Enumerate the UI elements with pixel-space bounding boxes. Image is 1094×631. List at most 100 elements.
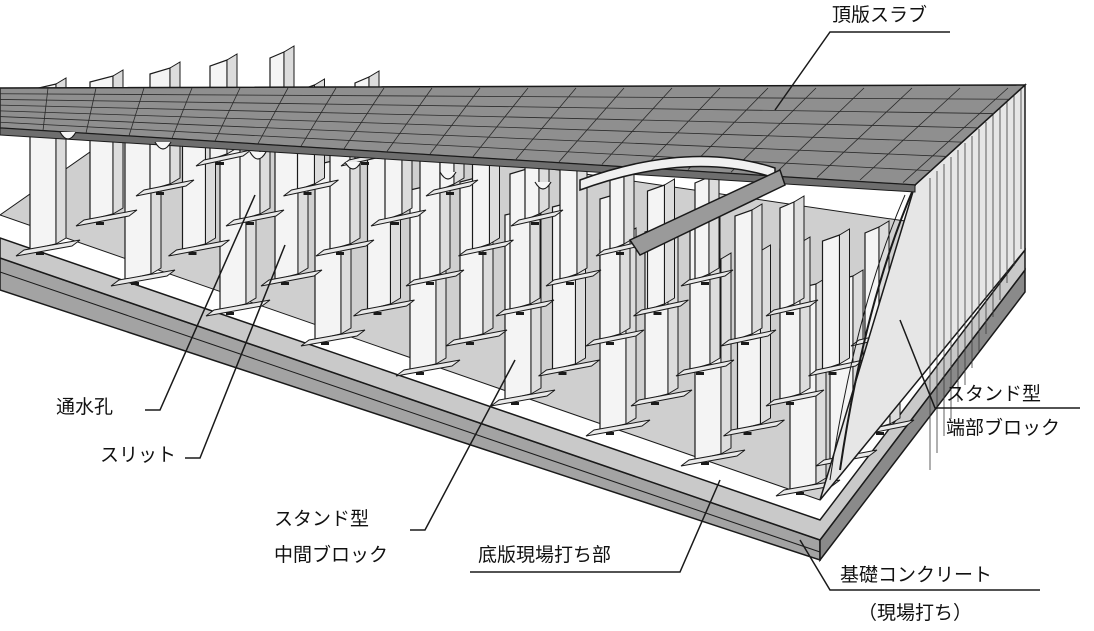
slab-joint bbox=[601, 87, 673, 165]
end-block-ribs bbox=[929, 87, 1022, 470]
floor-slot bbox=[566, 282, 574, 285]
floor-slot bbox=[303, 192, 312, 195]
floor-slot bbox=[786, 312, 794, 315]
floor-slot bbox=[281, 282, 289, 285]
column-foot bbox=[135, 179, 195, 197]
column-foot bbox=[680, 269, 734, 287]
top-slab-panels bbox=[0, 87, 1010, 190]
floor-slot bbox=[558, 372, 567, 375]
label-middle-block-line2: 中間ブロック bbox=[274, 544, 389, 566]
label-top-slab: 頂版スラブ bbox=[832, 4, 928, 26]
slab-joint bbox=[429, 87, 481, 155]
column-foot bbox=[225, 209, 285, 227]
floor-slot bbox=[36, 252, 44, 255]
floor-slot bbox=[478, 252, 487, 255]
column-foot bbox=[15, 239, 81, 257]
column-foot bbox=[545, 269, 602, 287]
water-hole-notch bbox=[154, 141, 172, 150]
column-foot bbox=[300, 329, 366, 347]
column-foot bbox=[723, 419, 785, 437]
column-foot bbox=[680, 449, 746, 467]
floor-slot bbox=[416, 372, 424, 375]
slab-joint bbox=[300, 87, 337, 147]
label-foundation-line2: （現場打ち） bbox=[858, 602, 973, 624]
column-foot bbox=[458, 239, 514, 257]
column-foot bbox=[490, 389, 556, 407]
column-side bbox=[576, 153, 588, 275]
column-foot bbox=[585, 419, 651, 437]
floor-slot bbox=[653, 312, 662, 315]
column-foot bbox=[495, 299, 555, 317]
slab-seam bbox=[0, 104, 978, 129]
slab-joint bbox=[730, 87, 817, 173]
column-foot bbox=[353, 299, 415, 317]
column-foot bbox=[260, 269, 323, 287]
slab-joint bbox=[472, 87, 529, 157]
floor-slot bbox=[336, 252, 344, 255]
column-side bbox=[793, 195, 805, 305]
column-foot bbox=[283, 179, 339, 197]
floor-slot bbox=[701, 282, 709, 285]
floor-slot bbox=[531, 222, 539, 225]
cutaway-arch bbox=[579, 155, 786, 256]
floor-slot bbox=[226, 312, 234, 315]
water-hole-notch bbox=[249, 151, 267, 160]
column-face bbox=[694, 176, 710, 281]
floor-slot bbox=[216, 162, 224, 165]
top-slab bbox=[0, 84, 1027, 193]
floor-slot bbox=[606, 432, 614, 435]
slab-seam bbox=[0, 121, 931, 172]
slab-joint bbox=[128, 87, 145, 136]
slab-joint bbox=[902, 87, 1009, 183]
label-end-block-line1: スタンド型 bbox=[946, 383, 1042, 405]
column-foot bbox=[720, 329, 777, 347]
slab-joint bbox=[171, 87, 193, 139]
floor-slot bbox=[131, 282, 139, 285]
column-side bbox=[708, 170, 720, 275]
slab-joint bbox=[515, 87, 577, 160]
slab-seam bbox=[0, 116, 947, 157]
slab-joint bbox=[386, 87, 433, 152]
floor-slot bbox=[796, 492, 804, 495]
column-foot bbox=[538, 359, 600, 377]
floor-slot bbox=[391, 222, 399, 225]
floor-slot bbox=[188, 252, 197, 255]
column-foot bbox=[315, 239, 375, 257]
column-foot bbox=[775, 479, 841, 497]
slab-joint bbox=[859, 87, 961, 181]
slab-seam bbox=[0, 93, 1010, 100]
floor-slot bbox=[426, 282, 434, 285]
column-side bbox=[839, 228, 850, 365]
column-foot bbox=[405, 269, 465, 287]
slab-joint bbox=[816, 87, 913, 178]
column-foot bbox=[425, 179, 479, 197]
slab-seam bbox=[0, 110, 963, 143]
slab-joint bbox=[42, 87, 49, 131]
floor-slot bbox=[361, 162, 369, 165]
water-hole-notch bbox=[59, 131, 77, 140]
bottom-slab-floor bbox=[0, 237, 1026, 541]
slab-seam bbox=[0, 99, 994, 114]
floor-slot bbox=[606, 342, 614, 345]
column-foot bbox=[765, 389, 825, 407]
column-face bbox=[734, 209, 753, 341]
slab-joint bbox=[773, 87, 865, 176]
column-face bbox=[559, 159, 578, 281]
floor-slot bbox=[156, 192, 164, 195]
column-foot bbox=[445, 329, 508, 347]
label-middle-block-line1: スタンド型 bbox=[274, 508, 370, 530]
column-side bbox=[751, 203, 763, 335]
column-foot bbox=[168, 239, 230, 257]
floor-slot bbox=[511, 402, 519, 405]
floor-slot bbox=[651, 402, 659, 405]
water-hole-notch bbox=[439, 171, 457, 180]
column-face bbox=[821, 234, 841, 371]
column-foot bbox=[633, 299, 689, 317]
label-slit: スリット bbox=[100, 444, 177, 466]
floor-slot bbox=[743, 432, 752, 435]
column-face bbox=[779, 201, 795, 311]
column-foot bbox=[370, 209, 427, 227]
floor-slot bbox=[246, 222, 254, 225]
